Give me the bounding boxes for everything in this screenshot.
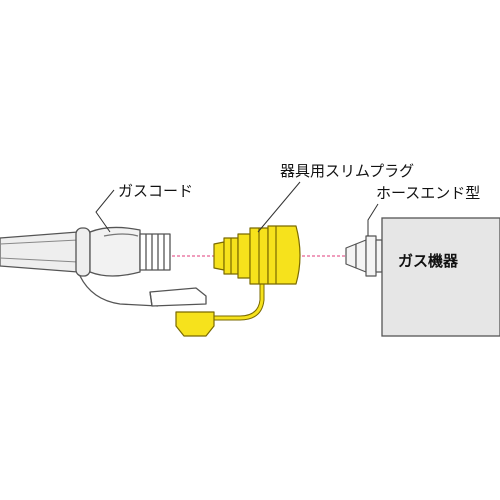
hose-end-fitting xyxy=(345,235,383,277)
slim-plug xyxy=(175,225,301,337)
gas-cord-hose xyxy=(0,231,79,273)
slim-plug-body xyxy=(267,225,301,285)
gas-cord-cap-strap xyxy=(79,275,159,307)
slim-plug-leader xyxy=(257,181,301,233)
gas-cord-collar xyxy=(75,227,91,277)
gas-appliance-label: ガス機器 xyxy=(398,252,459,270)
gas-cord-leader xyxy=(95,189,115,233)
gas-cord-thread xyxy=(139,233,171,271)
slim-plug-tip xyxy=(213,241,225,271)
gas-appliance-box xyxy=(381,217,500,337)
hose-end-label: ホースエンド型 xyxy=(376,184,480,202)
slim-plug-label: 器具用スリムプラグ xyxy=(280,162,414,180)
gas-cord-label: ガスコード xyxy=(118,182,193,200)
gas-cord-body xyxy=(89,226,141,277)
gas-cord-cap xyxy=(149,287,207,307)
gas-cord xyxy=(0,226,207,307)
hose-end-leader xyxy=(367,203,379,236)
slim-plug-cap xyxy=(175,311,215,337)
